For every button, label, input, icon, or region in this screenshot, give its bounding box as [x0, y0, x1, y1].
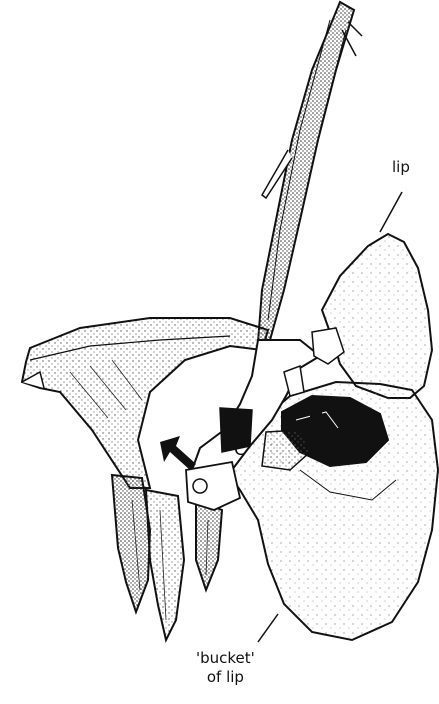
- bucket-of-lip-label: 'bucket' of lip: [196, 649, 255, 687]
- bucket-label-line-2: of lip: [196, 668, 255, 687]
- bucket-leader-line: [258, 614, 278, 642]
- exit-arrow-icon: [160, 436, 196, 470]
- lip-leader-line: [380, 192, 402, 232]
- bucket-label-line-1: 'bucket': [196, 649, 255, 668]
- column-label: C: [234, 440, 246, 461]
- lip-label: lip: [392, 158, 410, 177]
- lip-upper-lobe: [322, 234, 432, 398]
